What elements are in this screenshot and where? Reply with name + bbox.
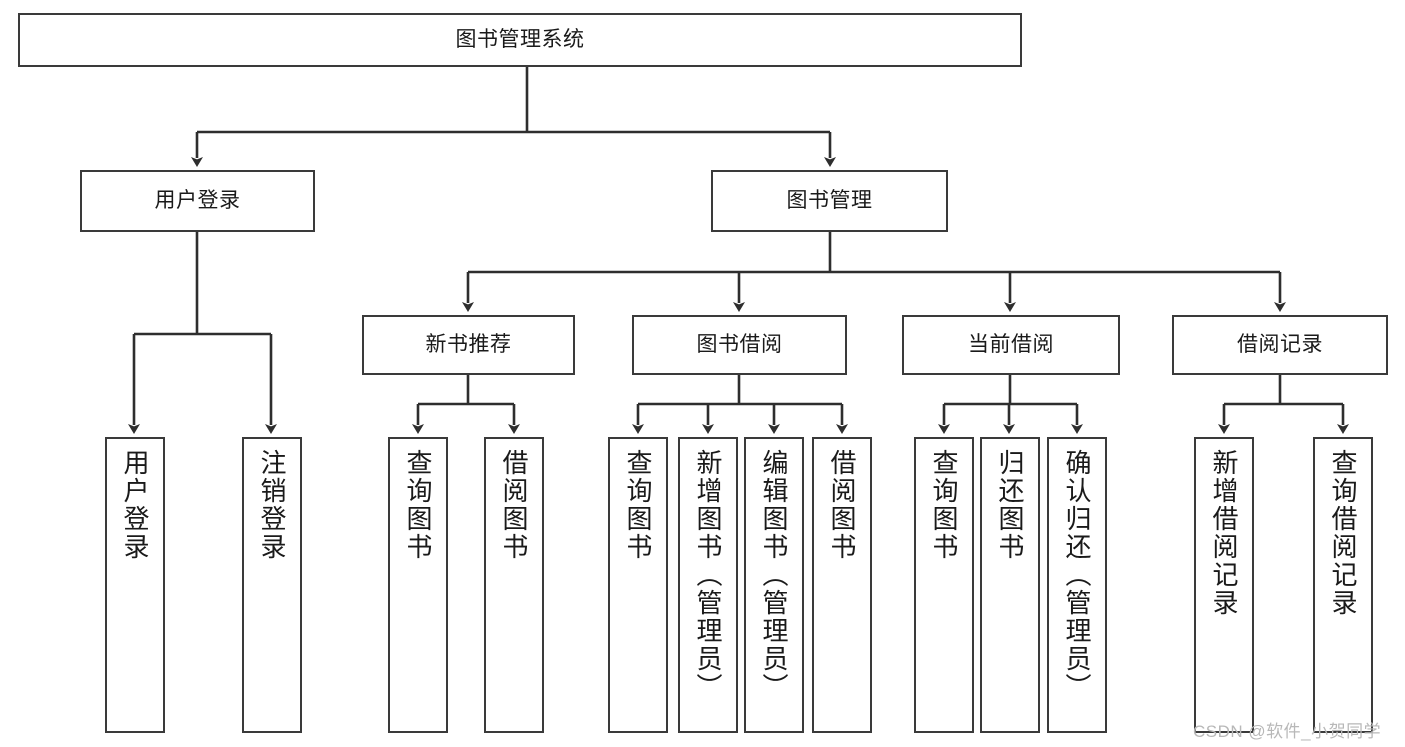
node-user-login-label: 用户登录: [154, 188, 241, 212]
leaf-current-confirm-return[interactable]: 确认归还（管理员）: [1047, 437, 1107, 733]
leaf-borrow-borrow-book[interactable]: 借阅图书: [812, 437, 872, 733]
node-book-borrow-label: 图书借阅: [696, 332, 783, 356]
leaf-record-add-record-label: 新增借阅记录: [1209, 449, 1239, 617]
node-current-borrow-label: 当前借阅: [968, 332, 1054, 356]
node-user-login[interactable]: 用户登录: [80, 170, 315, 232]
leaf-current-return-book-label: 归还图书: [995, 449, 1025, 561]
node-book-management[interactable]: 图书管理: [711, 170, 948, 232]
leaf-current-return-book[interactable]: 归还图书: [980, 437, 1040, 733]
node-book-borrow[interactable]: 图书借阅: [632, 315, 847, 375]
node-new-book-recommend[interactable]: 新书推荐: [362, 315, 575, 375]
leaf-borrow-edit-book-label: 编辑图书（管理员）: [759, 449, 789, 701]
leaf-current-query-book-label: 查询图书: [929, 449, 959, 561]
leaf-user-login-login-label: 用户登录: [120, 449, 150, 561]
leaf-user-login-logout-label: 注销登录: [257, 449, 287, 561]
leaf-borrow-query-book[interactable]: 查询图书: [608, 437, 668, 733]
node-book-management-label: 图书管理: [786, 188, 873, 212]
leaf-recommend-query-book-label: 查询图书: [403, 449, 433, 561]
leaf-user-login-login[interactable]: 用户登录: [105, 437, 165, 733]
leaf-borrow-add-book-label: 新增图书（管理员）: [693, 449, 723, 701]
leaf-borrow-add-book[interactable]: 新增图书（管理员）: [678, 437, 738, 733]
node-current-borrow[interactable]: 当前借阅: [902, 315, 1120, 375]
leaf-current-query-book[interactable]: 查询图书: [914, 437, 974, 733]
leaf-borrow-edit-book[interactable]: 编辑图书（管理员）: [744, 437, 804, 733]
leaf-record-query-record-label: 查询借阅记录: [1328, 449, 1358, 617]
node-borrow-record-label: 借阅记录: [1237, 332, 1323, 356]
leaf-borrow-borrow-book-label: 借阅图书: [827, 449, 857, 561]
leaf-current-confirm-return-label: 确认归还（管理员）: [1062, 449, 1092, 701]
node-new-book-recommend-label: 新书推荐: [425, 332, 512, 356]
leaf-record-query-record[interactable]: 查询借阅记录: [1313, 437, 1373, 733]
leaf-record-add-record[interactable]: 新增借阅记录: [1194, 437, 1254, 733]
leaf-recommend-query-book[interactable]: 查询图书: [388, 437, 448, 733]
node-root-label: 图书管理系统: [455, 27, 585, 51]
leaf-recommend-borrow-book-label: 借阅图书: [499, 449, 529, 561]
csdn-watermark: CSDN @软件_小贺同学: [1193, 717, 1381, 742]
csdn-watermark-text: CSDN @软件_小贺同学: [1193, 722, 1382, 741]
node-borrow-record[interactable]: 借阅记录: [1172, 315, 1388, 375]
node-root[interactable]: 图书管理系统: [18, 13, 1022, 67]
leaf-user-login-logout[interactable]: 注销登录: [242, 437, 302, 733]
leaf-borrow-query-book-label: 查询图书: [623, 449, 653, 561]
leaf-recommend-borrow-book[interactable]: 借阅图书: [484, 437, 544, 733]
